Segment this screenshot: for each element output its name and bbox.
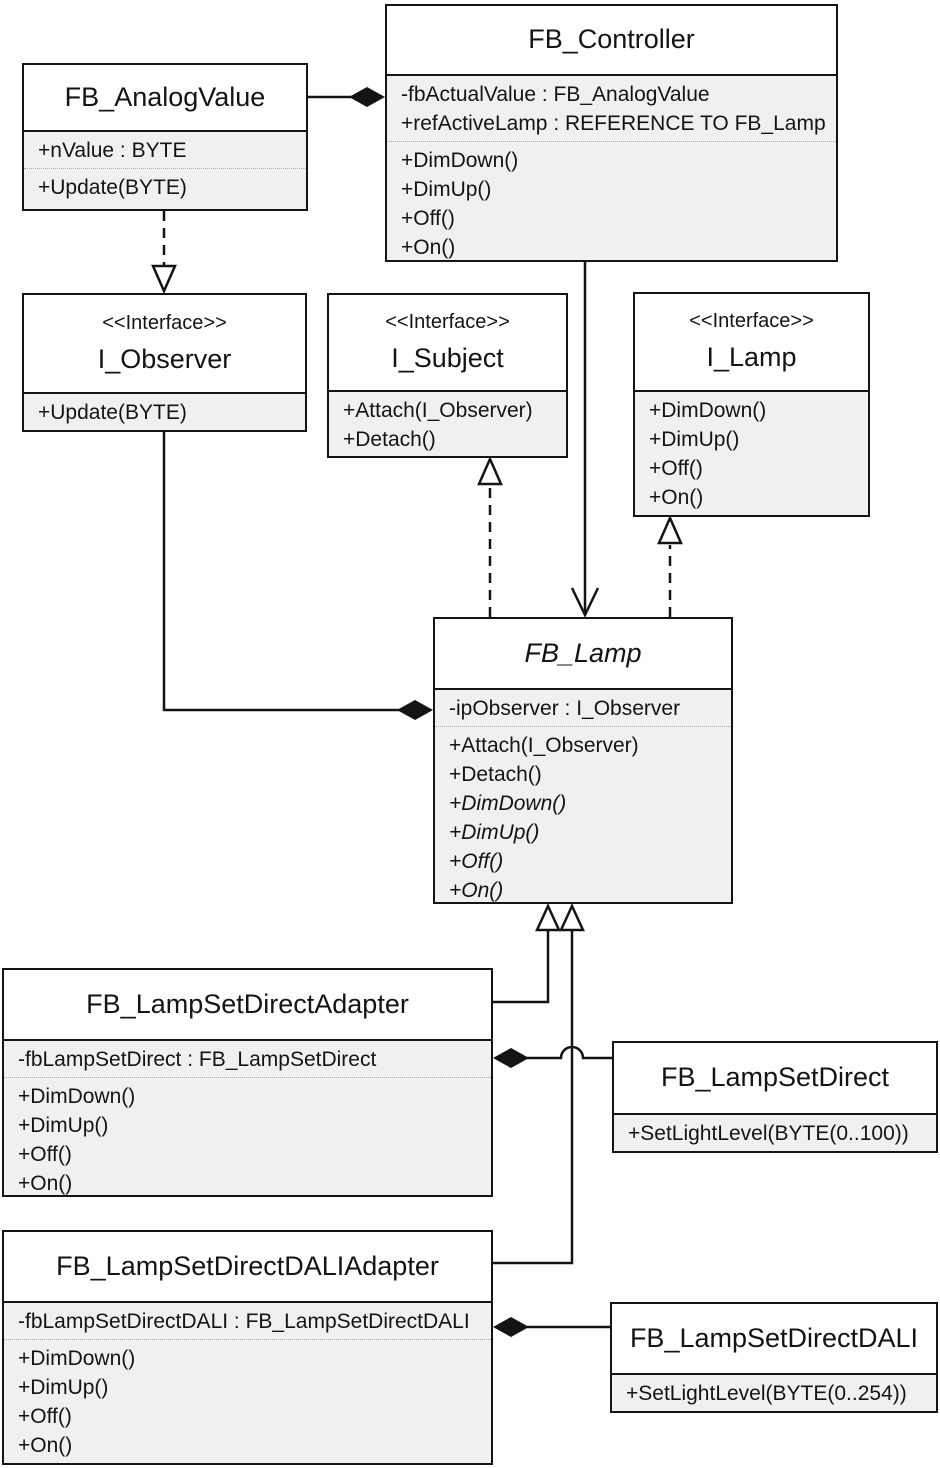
abstract-method: +On() xyxy=(449,879,504,902)
generalization-daliadapter-lamp xyxy=(493,902,585,1265)
interface-stereotype: <<Interface>> xyxy=(385,310,510,333)
method: +Off() xyxy=(18,1405,72,1428)
attribute: -fbActualValue : FB_AnalogValue xyxy=(401,83,710,106)
class-body: +DimDown() +DimUp() +Off() +On() xyxy=(635,392,868,515)
class-fb-lampsetdirect: FB_LampSetDirect +SetLightLevel(BYTE(0..… xyxy=(612,1041,938,1153)
method: +DimDown() xyxy=(18,1347,136,1370)
abstract-method: +Off() xyxy=(449,850,504,873)
method: +On() xyxy=(18,1434,73,1457)
attribute: +refActiveLamp : REFERENCE TO FB_Lamp xyxy=(401,112,826,135)
method: +On() xyxy=(18,1172,73,1195)
interface-stereotype: <<Interface>> xyxy=(689,310,814,333)
class-fb-lampsetdirectdaliadapter: FB_LampSetDirectDALIAdapter -fbLampSetDi… xyxy=(2,1230,493,1465)
method: +DimDown() xyxy=(401,149,519,172)
method: +Attach(I_Observer) xyxy=(343,399,533,422)
method: +Off() xyxy=(18,1143,72,1166)
class-title-text: I_Subject xyxy=(391,342,504,373)
class-title-text: I_Observer xyxy=(97,343,232,374)
method: +Update(BYTE) xyxy=(38,176,187,199)
realization-analogvalue-observer xyxy=(151,211,177,295)
interface-stereotype: <<Interface>> xyxy=(102,311,227,334)
class-title: FB_Lamp xyxy=(435,619,731,690)
class-body: +nValue : BYTE +Update(BYTE) xyxy=(24,132,306,209)
attributes-section: -fbActualValue : FB_AnalogValue +refActi… xyxy=(387,76,836,142)
class-title: FB_LampSetDirectDALI xyxy=(612,1304,936,1375)
composition-daliadapter-setdirectdali xyxy=(493,1317,610,1337)
method: +DimDown() xyxy=(18,1085,136,1108)
class-title: FB_Controller xyxy=(387,6,836,76)
methods-section: +SetLightLevel(BYTE(0..254)) xyxy=(612,1375,936,1410)
method: +SetLightLevel(BYTE(0..254)) xyxy=(626,1382,907,1405)
method: +On() xyxy=(649,486,704,509)
abstract-method: +DimUp() xyxy=(449,821,540,844)
methods-section: +SetLightLevel(BYTE(0..100)) xyxy=(614,1115,936,1150)
class-fb-controller: FB_Controller -fbActualValue : FB_Analog… xyxy=(385,4,838,262)
class-body: -fbActualValue : FB_AnalogValue +refActi… xyxy=(387,76,836,260)
class-body: +SetLightLevel(BYTE(0..254)) xyxy=(612,1375,936,1411)
method: +DimUp() xyxy=(18,1376,109,1399)
class-body: +SetLightLevel(BYTE(0..100)) xyxy=(614,1115,936,1151)
class-fb-lampsetdirectdali: FB_LampSetDirectDALI +SetLightLevel(BYTE… xyxy=(610,1302,938,1413)
association-controller-lamp xyxy=(570,262,600,618)
class-body: +Attach(I_Observer) +Detach() xyxy=(329,392,566,456)
methods-section: +Update(BYTE) xyxy=(24,169,306,204)
method: +Attach(I_Observer) xyxy=(449,734,639,757)
method: +Off() xyxy=(401,207,455,230)
class-i-subject: <<Interface>> I_Subject +Attach(I_Observ… xyxy=(327,293,568,458)
realization-lamp-subject xyxy=(477,455,503,617)
class-i-lamp: <<Interface>> I_Lamp +DimDown() +DimUp()… xyxy=(633,292,870,517)
method: +Update(BYTE) xyxy=(38,401,187,424)
class-title: <<Interface>> I_Subject xyxy=(329,295,566,392)
methods-section: +DimDown() +DimUp() +Off() +On() xyxy=(4,1078,491,1200)
attribute: -fbLampSetDirect : FB_LampSetDirect xyxy=(18,1048,377,1071)
class-fb-lamp: FB_Lamp -ipObserver : I_Observer +Attach… xyxy=(433,617,733,904)
realization-lamp-ilamp xyxy=(657,514,683,617)
method: +On() xyxy=(401,236,456,259)
method: +DimUp() xyxy=(401,178,492,201)
composition-controller-analogvalue xyxy=(307,87,385,107)
class-title: FB_LampSetDirect xyxy=(614,1043,936,1115)
class-body: -fbLampSetDirect : FB_LampSetDirect +Dim… xyxy=(4,1041,491,1195)
methods-section: +Attach(I_Observer) +Detach() +DimDown()… xyxy=(435,727,731,907)
class-body: -fbLampSetDirectDALI : FB_LampSetDirectD… xyxy=(4,1303,491,1463)
method: +DimUp() xyxy=(649,428,740,451)
methods-section: +Attach(I_Observer) +Detach() xyxy=(329,392,566,456)
attributes-section: -fbLampSetDirectDALI : FB_LampSetDirectD… xyxy=(4,1303,491,1340)
attributes-section: +nValue : BYTE xyxy=(24,132,306,169)
attribute: -ipObserver : I_Observer xyxy=(449,697,681,720)
class-title: <<Interface>> I_Lamp xyxy=(635,294,868,392)
class-title: FB_LampSetDirectDALIAdapter xyxy=(4,1232,491,1303)
methods-section: +DimDown() +DimUp() +Off() +On() xyxy=(635,392,868,514)
abstract-method: +DimDown() xyxy=(449,792,567,815)
class-title: FB_AnalogValue xyxy=(24,65,306,132)
method: +DimUp() xyxy=(18,1114,109,1137)
methods-section: +DimDown() +DimUp() +Off() +On() xyxy=(387,142,836,264)
methods-section: +DimDown() +DimUp() +Off() +On() xyxy=(4,1340,491,1462)
composition-lamp-observer xyxy=(162,432,433,720)
composition-adapter-setdirect xyxy=(493,1045,612,1068)
class-fb-analogvalue: FB_AnalogValue +nValue : BYTE +Update(BY… xyxy=(22,63,308,211)
method: +SetLightLevel(BYTE(0..100)) xyxy=(628,1122,909,1145)
method: +Detach() xyxy=(343,428,436,451)
class-body: +Update(BYTE) xyxy=(24,394,305,430)
class-title-text: I_Lamp xyxy=(706,342,797,373)
method: +Off() xyxy=(649,457,703,480)
class-title: FB_LampSetDirectAdapter xyxy=(4,970,491,1041)
attribute: -fbLampSetDirectDALI : FB_LampSetDirectD… xyxy=(18,1310,470,1333)
class-body: -ipObserver : I_Observer +Attach(I_Obser… xyxy=(435,690,731,902)
attributes-section: -ipObserver : I_Observer xyxy=(435,690,731,727)
class-title: <<Interface>> I_Observer xyxy=(24,295,305,394)
attribute: +nValue : BYTE xyxy=(38,139,187,162)
generalization-adapter-lamp xyxy=(493,902,561,1004)
class-fb-lampsetdirectadapter: FB_LampSetDirectAdapter -fbLampSetDirect… xyxy=(2,968,493,1197)
method: +Detach() xyxy=(449,763,542,786)
class-i-observer: <<Interface>> I_Observer +Update(BYTE) xyxy=(22,293,307,432)
attributes-section: -fbLampSetDirect : FB_LampSetDirect xyxy=(4,1041,491,1078)
method: +DimDown() xyxy=(649,399,767,422)
methods-section: +Update(BYTE) xyxy=(24,394,305,429)
